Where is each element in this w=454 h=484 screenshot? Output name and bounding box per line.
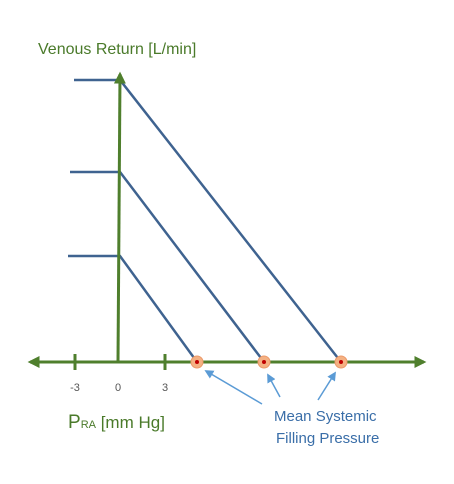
- x-axis-label-subscript: RA: [81, 419, 97, 431]
- annotation-line-1: Mean Systemic: [274, 408, 377, 425]
- x-tick-label-neg3: -3: [70, 382, 80, 394]
- annotation-arrow-low: [204, 370, 263, 405]
- venous-return-curve-mid: [70, 170, 265, 363]
- x-axis-label-unit: [mm Hg]: [96, 413, 165, 432]
- annotation-line-2: Filling Pressure: [276, 430, 379, 447]
- msfp-marker-mid: [257, 355, 271, 369]
- annotation-arrow-high: [317, 371, 336, 401]
- msfp-marker-low: [190, 355, 204, 369]
- x-tick-label-3: 3: [162, 382, 168, 394]
- y-axis-label: Venous Return [L/min]: [38, 41, 196, 58]
- annotation-arrow-mid: [267, 373, 281, 398]
- y-axis: [113, 71, 126, 363]
- x-axis-label-main: P: [68, 412, 81, 433]
- venous-return-curve-high: [74, 78, 342, 363]
- x-tick-label-0: 0: [115, 382, 121, 394]
- msfp-marker-high: [334, 355, 348, 369]
- venous-return-curve-low: [68, 254, 199, 363]
- x-axis-label: PRA [mm Hg]: [68, 412, 165, 433]
